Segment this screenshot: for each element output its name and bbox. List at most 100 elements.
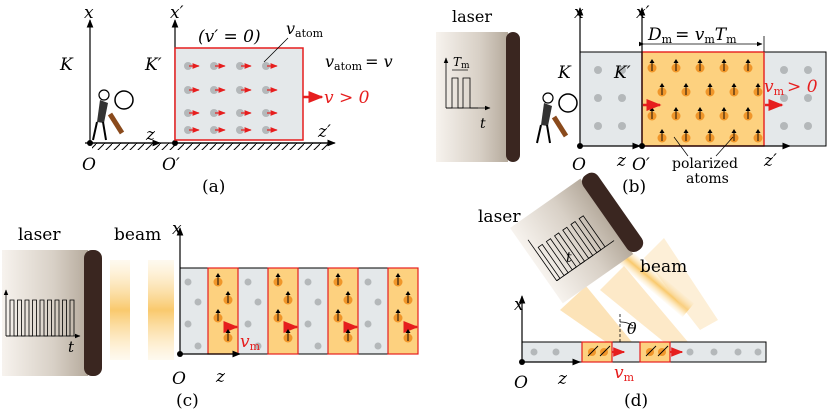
- t-label-d: t: [566, 250, 572, 266]
- spin-arrow-d: [645, 345, 657, 357]
- moving-atom: [236, 126, 244, 134]
- spin-arrow-d: [587, 345, 599, 357]
- panel-c: laser t beam x O z vm (c): [2, 219, 419, 411]
- vm-label-c: vm: [240, 332, 261, 353]
- label-x-a: x: [84, 3, 94, 23]
- laser-label-b: laser: [452, 7, 492, 26]
- observer-icon: [92, 89, 134, 141]
- beam-strip-2-d: [600, 266, 688, 342]
- laser-label-c: laser: [18, 225, 61, 245]
- laser-aperture-b: [506, 32, 520, 162]
- atom-dot: [594, 66, 602, 74]
- spin-arrow-head: [225, 291, 231, 295]
- atom-dot: [254, 342, 262, 350]
- spin-arrow-d: [599, 345, 611, 357]
- atom-dot: [184, 320, 192, 328]
- label-o-b: O: [572, 155, 586, 175]
- moving-atom: [236, 62, 244, 70]
- spin-arrow-head: [731, 129, 737, 133]
- atom-dot: [804, 94, 812, 102]
- origin-prime-dot-a: [172, 140, 178, 146]
- spin-arrow-head: [673, 59, 679, 63]
- atom-dot: [618, 66, 626, 74]
- caption-b: (b): [622, 177, 646, 197]
- moving-atom: [184, 62, 192, 70]
- beam-label-c: beam: [114, 225, 161, 245]
- moving-atom: [210, 86, 218, 94]
- beam-strip-1-d: [560, 286, 632, 342]
- laser-aperture-d: [581, 172, 644, 253]
- spin-arrow-head: [721, 59, 727, 63]
- t-label-b: t: [480, 116, 486, 132]
- observer-icon-b: [536, 92, 578, 144]
- atom-dot: [374, 298, 382, 306]
- label-k-prime-a: K′: [144, 55, 162, 75]
- atom-dot: [618, 94, 626, 102]
- label-o-prime-b: O′: [632, 155, 650, 175]
- spin-arrow-head: [659, 129, 665, 133]
- atom-dot: [780, 122, 788, 130]
- origin-dot-a: [87, 140, 93, 146]
- label-x-prime-a: x′: [170, 3, 184, 23]
- spin-arrow-head: [673, 107, 679, 111]
- panel-b: laser Tm t x x′ K K′ O z O′ z′: [436, 3, 827, 197]
- moving-atom: [262, 62, 270, 70]
- spin-arrow-head: [683, 83, 689, 87]
- vm-label-b: vm> 0: [764, 77, 818, 98]
- laser-aperture-c: [84, 250, 102, 376]
- atom-dot: [618, 122, 626, 130]
- label-velocity-a: v > 0: [324, 88, 370, 108]
- spin-arrow-head: [697, 107, 703, 111]
- atoms-d: [530, 345, 762, 357]
- atom-dot: [194, 298, 202, 306]
- atom-dot: [254, 298, 262, 306]
- atom-dot: [530, 348, 538, 356]
- atom-dot: [594, 122, 602, 130]
- spin-arrow-head: [755, 129, 761, 133]
- laser-d: [510, 172, 644, 304]
- spin-arrow-head: [395, 309, 401, 313]
- atom-dot: [304, 320, 312, 328]
- moving-atom: [236, 109, 244, 117]
- pol-pointer-1: [673, 136, 689, 157]
- polarized-label-1: polarized: [672, 156, 738, 172]
- spin-arrow-head: [649, 59, 655, 63]
- spin-arrow-head: [683, 129, 689, 133]
- beam-label-d: beam: [640, 257, 687, 277]
- spin-arrow-head: [707, 129, 713, 133]
- stripes-c: [207, 267, 419, 355]
- pulse-train-b: [446, 77, 478, 109]
- atom-dot: [364, 320, 372, 328]
- label-o-d: O: [514, 373, 528, 393]
- period-label-b: Tm: [453, 55, 470, 71]
- moving-atom: [210, 109, 218, 117]
- moving-atom: [184, 126, 192, 134]
- moving-atom: [262, 109, 270, 117]
- spin-arrow-head: [707, 83, 713, 87]
- caption-a: (a): [202, 177, 225, 197]
- polarized-label-2: atoms: [686, 171, 729, 187]
- atom-dot: [804, 122, 812, 130]
- vm-label-d: vm: [614, 363, 635, 384]
- label-x-prime-b: x′: [636, 3, 650, 23]
- spin-arrow-head: [755, 83, 761, 87]
- atoms-c: [184, 273, 413, 350]
- label-x-c: x: [172, 219, 182, 239]
- atom-dot: [244, 320, 252, 328]
- spin-arrow-head: [731, 83, 737, 87]
- theta-arc: [619, 321, 634, 327]
- spin-arrow-head: [345, 329, 351, 333]
- spin-arrow-head: [335, 273, 341, 277]
- atom-dot: [194, 342, 202, 350]
- atom-dot: [754, 348, 762, 356]
- label-v-atom: vatom: [286, 19, 324, 40]
- moving-atom: [262, 126, 270, 134]
- pol-pointer-2: [715, 136, 734, 157]
- spin-arrow-head: [225, 329, 231, 333]
- caption-d: (d): [624, 391, 648, 411]
- theta-label: θ: [627, 319, 637, 338]
- beam-strip-1-c: [110, 260, 130, 360]
- label-o-prime-a: O′: [162, 155, 180, 175]
- moving-atom: [184, 86, 192, 94]
- spin-arrow-head: [345, 291, 351, 295]
